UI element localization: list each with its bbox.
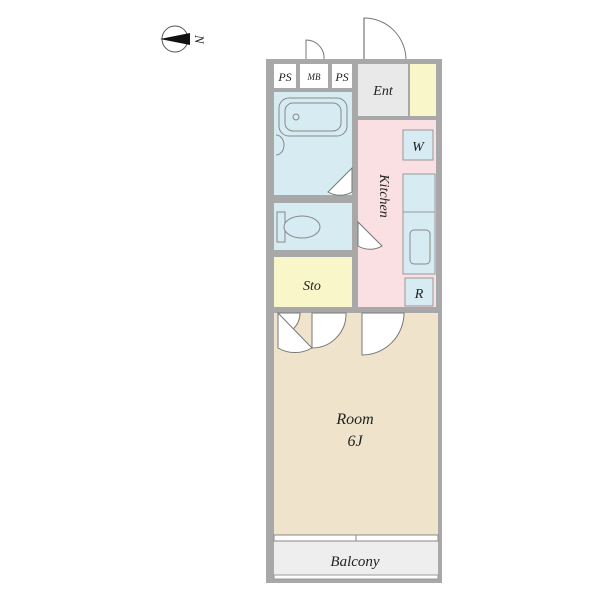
bathtub-icon <box>278 97 348 137</box>
compass: N <box>160 25 207 53</box>
ps-left-label: PS <box>277 70 291 84</box>
balcony-rail <box>273 574 439 580</box>
refrigerator-space <box>404 277 434 307</box>
ps-right-label: PS <box>334 70 348 84</box>
storage-label: Sto <box>303 279 321 294</box>
washbasin-icon <box>275 134 285 156</box>
balcony-window <box>273 534 439 542</box>
toilet-icon <box>276 211 321 243</box>
entrance-floor <box>358 64 408 116</box>
ps-right-cell <box>332 64 352 88</box>
washer-label: W <box>412 140 425 155</box>
shoe-closet <box>410 64 436 116</box>
meter-door <box>305 39 325 61</box>
room-name-label: Room <box>335 411 373 428</box>
entrance-label: Ent <box>372 84 394 99</box>
kitchen-label: Kitchen <box>376 173 391 218</box>
sink-icon <box>409 229 431 265</box>
balcony-label: Balcony <box>330 554 379 570</box>
mb-cell <box>300 64 328 88</box>
north-arrow-icon <box>160 33 190 45</box>
interior-doors <box>277 166 405 356</box>
north-label: N <box>192 34 207 45</box>
ps-left-cell <box>274 64 296 88</box>
storage-closet <box>274 257 352 307</box>
entrance-door <box>363 17 407 61</box>
room-size-label: 6J <box>347 433 363 450</box>
refrigerator-label: R <box>414 287 424 302</box>
balcony <box>274 541 438 577</box>
washer-space <box>402 129 434 161</box>
mb-label: MB <box>307 72 321 82</box>
